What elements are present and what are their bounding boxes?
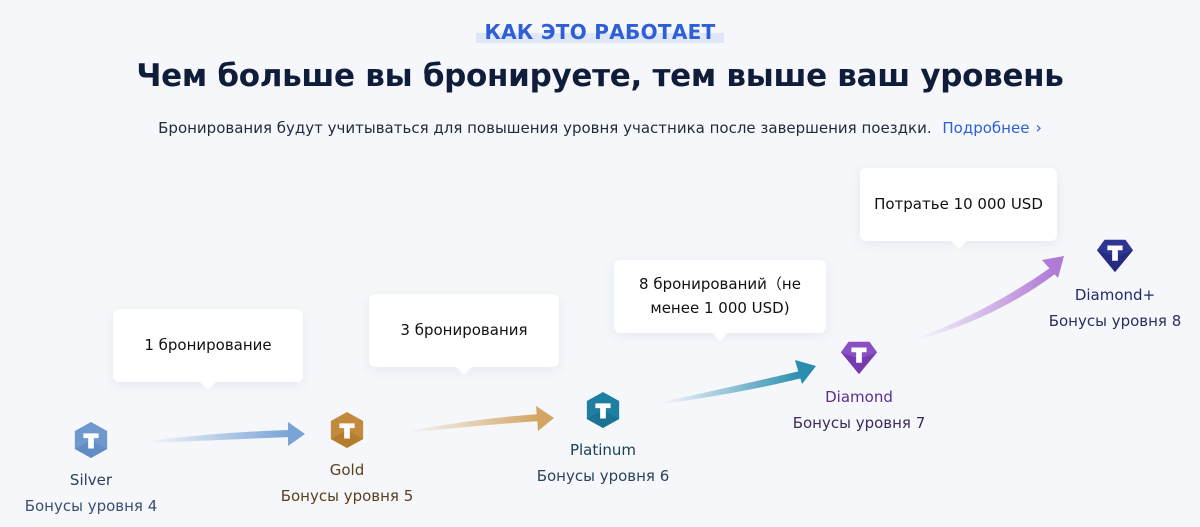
silver-hexagon-t-icon	[74, 421, 108, 459]
diamond-gem-t-icon	[840, 341, 878, 375]
more-link-label: Подробнее	[942, 119, 1030, 137]
page-title: Чем больше вы бронируете, тем выше ваш у…	[136, 58, 1064, 94]
tier-bonus: Бонусы уровня 5	[280, 487, 414, 505]
platinum-hexagon-t-icon	[586, 391, 620, 429]
tier-silver: Silver Бонусы уровня 4	[0, 421, 191, 515]
tier-bonus: Бонусы уровня 6	[536, 467, 670, 485]
arrow-diamond-to-diamondplus	[918, 256, 1064, 340]
tier-bonus: Бонусы уровня 8	[1048, 312, 1182, 330]
tier-name: Diamond	[825, 388, 893, 406]
tier-diamond-plus: Diamond+ Бонусы уровня 8	[1015, 236, 1200, 330]
more-link[interactable]: Подробнее ›	[942, 118, 1042, 137]
tier-platinum: Platinum Бонусы уровня 6	[503, 391, 703, 485]
requirement-text: 3 бронирования	[400, 320, 528, 339]
requirement-text: Потратье 10 000 USD	[874, 194, 1043, 213]
arrow-platinum-to-diamond	[662, 360, 816, 404]
subtitle-text: Бронирования будут учитываться для повыш…	[158, 119, 932, 137]
tier-bonus: Бонусы уровня 4	[24, 497, 158, 515]
tier-gold: Gold Бонусы уровня 5	[247, 411, 447, 505]
diamond-plus-gem-t-icon	[1096, 239, 1134, 273]
section-eyebrow: КАК ЭТО РАБОТАЕТ	[476, 20, 724, 44]
tier-name: Gold	[329, 461, 365, 479]
arrow-silver-to-gold	[148, 422, 305, 446]
chevron-right-icon: ›	[1035, 118, 1042, 137]
tier-bonus: Бонусы уровня 7	[792, 414, 926, 432]
tier-name: Silver	[69, 471, 113, 489]
section-eyebrow-wrap: КАК ЭТО РАБОТАЕТ	[0, 20, 1200, 44]
requirement-bubble-platinum: 3 бронирования	[369, 294, 559, 375]
tier-name: Diamond+	[1074, 286, 1156, 304]
requirement-bubble-gold: 1 бронирование .b1::after{}	[113, 309, 303, 390]
requirement-text: 1 бронирование	[144, 335, 272, 354]
gold-hexagon-t-icon	[330, 411, 364, 449]
arrow-gold-to-platinum	[408, 406, 554, 433]
requirement-text: 8 бронирований（не менее 1 000 USD)	[639, 275, 801, 317]
tier-name: Platinum	[569, 441, 637, 459]
subtitle: Бронирования будут учитываться для повыш…	[0, 118, 1200, 137]
tier-diamond: Diamond Бонусы уровня 7	[759, 338, 959, 432]
requirement-bubble-diamond-plus: Потратье 10 000 USD	[860, 168, 1057, 249]
requirement-bubble-diamond: 8 бронирований（не менее 1 000 USD)	[614, 260, 826, 341]
